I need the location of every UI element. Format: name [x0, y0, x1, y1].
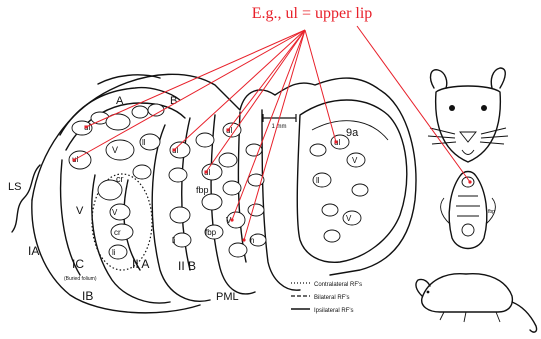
caption-pointers — [72, 26, 471, 242]
scale-bar-label: 1 mm — [272, 124, 287, 130]
pointer-line — [74, 30, 305, 160]
label-V-left: V — [76, 205, 84, 217]
label-cr: cr — [116, 174, 124, 184]
map-ll-1: ll — [142, 138, 146, 147]
pointer-tip — [334, 140, 337, 143]
map-li-2: li — [172, 236, 176, 245]
pointer-line — [232, 30, 305, 220]
pointer-line — [357, 26, 470, 182]
map-V-1: V — [112, 145, 118, 155]
map-V-2: V — [112, 208, 118, 217]
map-fbp-1: fbp — [205, 228, 217, 237]
pointer-line — [228, 30, 305, 130]
legend-ipsilateral: Ipsilateral RF's — [314, 308, 354, 314]
pointer-tip — [226, 128, 229, 131]
rat-mouth-icon: fbp — [441, 172, 496, 249]
map-V-4: V — [352, 156, 358, 165]
label-9a: 9a — [346, 127, 359, 139]
rat-face-icon — [428, 68, 508, 162]
legend: Contralateral RF's Bilateral RF's Ipsila… — [291, 282, 362, 314]
label-IIA: II A — [132, 257, 149, 271]
map-cr-1: cr — [114, 228, 121, 237]
label-LS: LS — [8, 181, 21, 193]
pointer-tip — [230, 218, 233, 221]
legend-bilateral: Bilateral RF's — [314, 295, 350, 301]
label-IC: IC — [72, 257, 84, 271]
map-li-1: li — [112, 248, 116, 257]
pointer-tip — [172, 148, 175, 151]
label-fbp: fbp — [196, 185, 209, 195]
mouth-label-fbp: fbp — [488, 209, 495, 215]
label-IC-sub: (Buried folium) — [64, 276, 97, 282]
pointer-tip — [84, 125, 87, 128]
map-V-5: V — [346, 214, 352, 223]
map-ll-2: ll — [316, 176, 320, 185]
pointer-line — [305, 30, 336, 142]
pointer-line — [244, 30, 305, 240]
label-IA: IA — [28, 244, 39, 258]
pointer-tip — [242, 238, 245, 241]
pointer-tip — [468, 180, 471, 183]
legend-contralateral: Contralateral RF's — [314, 282, 362, 288]
pointer-tip — [204, 170, 207, 173]
map-h-1: h — [250, 236, 254, 245]
label-IIB: II B — [178, 259, 196, 273]
label-A: A — [116, 95, 124, 107]
pointer-line — [86, 30, 305, 127]
pointer-tip — [72, 158, 75, 161]
label-PML: PML — [216, 291, 239, 303]
label-IB: IB — [82, 289, 93, 303]
rat-body-icon — [416, 274, 537, 332]
